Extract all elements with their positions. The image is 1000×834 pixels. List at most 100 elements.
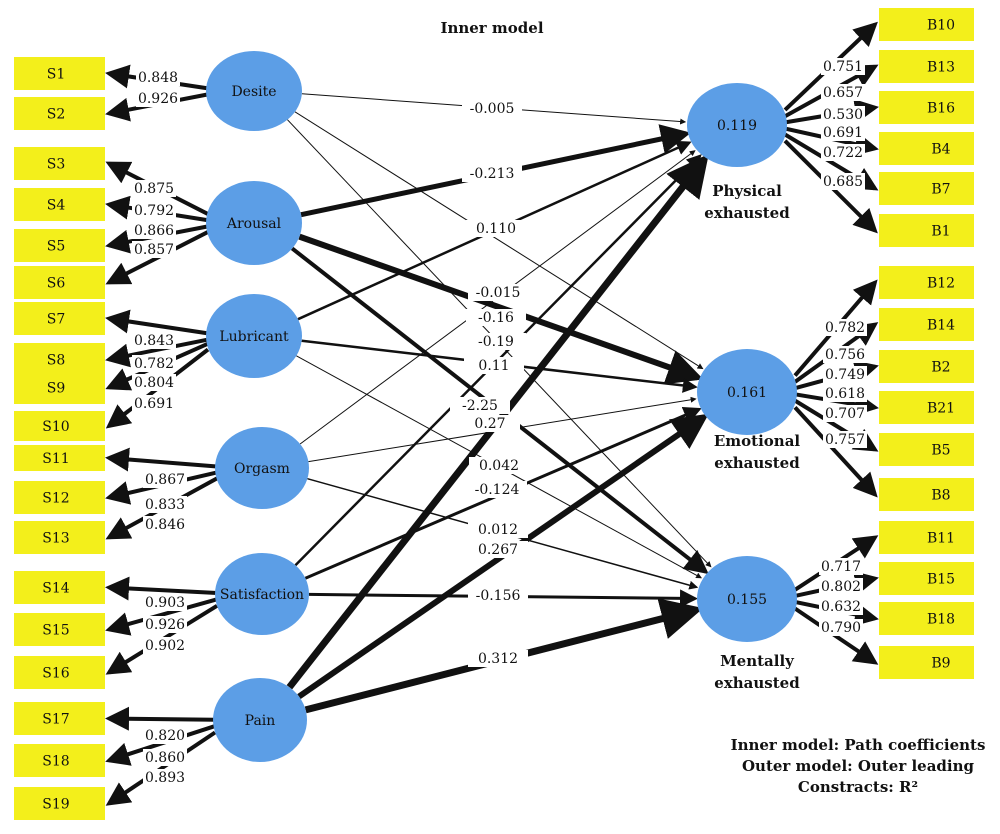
- loading-arrow-S14: [105, 576, 218, 601]
- indicator-label: S18: [42, 754, 69, 770]
- legend-line-1: Inner model: Path coefficients: [731, 736, 986, 754]
- path-coefficient-label: -0.124: [475, 482, 520, 498]
- outer-loading-label: 0.843: [134, 333, 174, 349]
- path-coefficient-label: 0.312: [478, 651, 518, 667]
- indicator-B7: B7: [879, 172, 974, 205]
- indicator-label: S19: [42, 797, 69, 813]
- indicator-S9: S9: [14, 371, 105, 404]
- outer-loading-label: 0.926: [145, 617, 185, 633]
- label-bg: [468, 587, 528, 604]
- label-bg: [466, 220, 526, 237]
- coefficient-labels: 0.8480.9260.8750.7920.8660.8570.8430.782…: [132, 58, 867, 786]
- construct-name-line: Physical: [712, 182, 782, 200]
- outer-loading-label: 0.857: [134, 242, 174, 258]
- legend-line-3: Constracts: R²: [798, 778, 918, 796]
- outer-loading-label: 0.804: [134, 375, 174, 391]
- r-squared-value: 0.155: [727, 592, 767, 608]
- indicator-S18: S18: [14, 744, 105, 777]
- indicator-S16: S16: [14, 656, 105, 689]
- label-bg: [821, 58, 865, 75]
- label-bg: [821, 144, 865, 161]
- outer-loading-label: 0.926: [138, 91, 178, 107]
- construct-orgasm: Orgasm: [215, 427, 309, 509]
- construct-name-line: exhausted: [704, 204, 790, 222]
- indicator-S19: S19: [14, 787, 105, 820]
- indicator-label: B4: [931, 142, 950, 158]
- indicator-label: S7: [47, 312, 66, 328]
- construct-pain: Pain: [213, 678, 307, 762]
- outer-loading-label: 0.860: [145, 750, 185, 766]
- label-bg: [460, 415, 520, 432]
- outer-loading-label: 0.749: [825, 367, 865, 383]
- indicator-label: S5: [47, 239, 66, 255]
- indicator-label: S6: [47, 276, 66, 292]
- label-bg: [821, 124, 865, 141]
- indicator-B1: B1: [879, 214, 974, 247]
- path-desite-to-emotional: [294, 111, 704, 370]
- indicator-B18: B18: [879, 602, 974, 635]
- r-squared-value: 0.119: [717, 118, 757, 134]
- indicator-label: B10: [927, 18, 955, 34]
- construct-label: Desite: [231, 84, 276, 100]
- path-coefficient-label: -0.213: [470, 166, 515, 182]
- indicator-S12: S12: [14, 481, 105, 514]
- path-coefficient-label: 0.110: [476, 221, 516, 237]
- outer-loading-label: 0.833: [145, 497, 185, 513]
- loading-arrow-S15: [105, 597, 218, 636]
- path-coefficient-label: 0.042: [479, 458, 519, 474]
- indicator-label: B12: [927, 276, 955, 292]
- outer-loading-label: 0.717: [821, 559, 861, 575]
- indicator-label: S4: [47, 198, 66, 214]
- indicator-B21: B21: [879, 391, 974, 424]
- construct-name-line: exhausted: [714, 454, 800, 472]
- construct-desite: Desite: [206, 51, 302, 131]
- path-coefficient-label: -0.015: [476, 285, 521, 301]
- indicator-B4: B4: [879, 132, 974, 165]
- diagram-title: Inner model: [440, 19, 543, 37]
- loading-arrow-B8: [793, 406, 878, 498]
- indicator-label: B18: [927, 612, 955, 628]
- outer-loading-label: 0.657: [823, 85, 863, 101]
- b-indicator-boxes: B10B13B16B4B7B1B12B14B2B21B5B8B11B15B18B…: [879, 8, 974, 679]
- label-bg: [823, 346, 867, 363]
- label-bg: [823, 431, 867, 448]
- indicator-B12: B12: [879, 266, 974, 299]
- outer-loading-label: 0.691: [134, 396, 174, 412]
- outer-loading-label: 0.902: [145, 638, 185, 654]
- indicator-S17: S17: [14, 702, 105, 735]
- label-bg: [823, 366, 867, 383]
- indicator-S1: S1: [14, 57, 105, 90]
- label-bg: [450, 397, 510, 414]
- indicator-S13: S13: [14, 521, 105, 554]
- outer-loading-label: 0.707: [825, 406, 865, 422]
- outer-loading-label: 0.866: [134, 223, 174, 239]
- label-bg: [468, 284, 528, 301]
- construct-mentally: 0.155: [697, 556, 797, 642]
- label-bg: [462, 165, 522, 182]
- outer-loading-label: 0.875: [134, 181, 174, 197]
- path-coefficient-label: 0.11: [478, 358, 509, 374]
- indicator-S3: S3: [14, 147, 105, 180]
- label-bg: [143, 516, 187, 533]
- indicator-S11: S11: [14, 445, 105, 471]
- path-coefficient-label: 0.267: [478, 542, 518, 558]
- indicator-label: S12: [42, 491, 69, 507]
- construct-label: Lubricant: [219, 329, 289, 345]
- indicator-S4: S4: [14, 188, 105, 221]
- construct-label: Satisfaction: [220, 587, 304, 603]
- loading-arrow-S19: [105, 730, 217, 806]
- indicator-S8: S8: [14, 343, 105, 376]
- label-bg: [466, 309, 526, 326]
- label-bg: [823, 385, 867, 402]
- label-bg: [468, 541, 528, 558]
- outer-loading-label: 0.893: [145, 770, 185, 786]
- indicator-label: S8: [47, 353, 66, 369]
- indicator-B9: B9: [879, 646, 974, 679]
- label-bg: [468, 650, 528, 667]
- label-bg: [132, 395, 176, 412]
- indicator-label: S10: [42, 419, 69, 435]
- indicator-S2: S2: [14, 97, 105, 130]
- loading-arrow-S11: [105, 447, 218, 472]
- label-bg: [132, 180, 176, 197]
- s-indicator-boxes: S1S2S3S4S5S6S7S8S9S10S11S12S13S14S15S16S…: [14, 57, 105, 820]
